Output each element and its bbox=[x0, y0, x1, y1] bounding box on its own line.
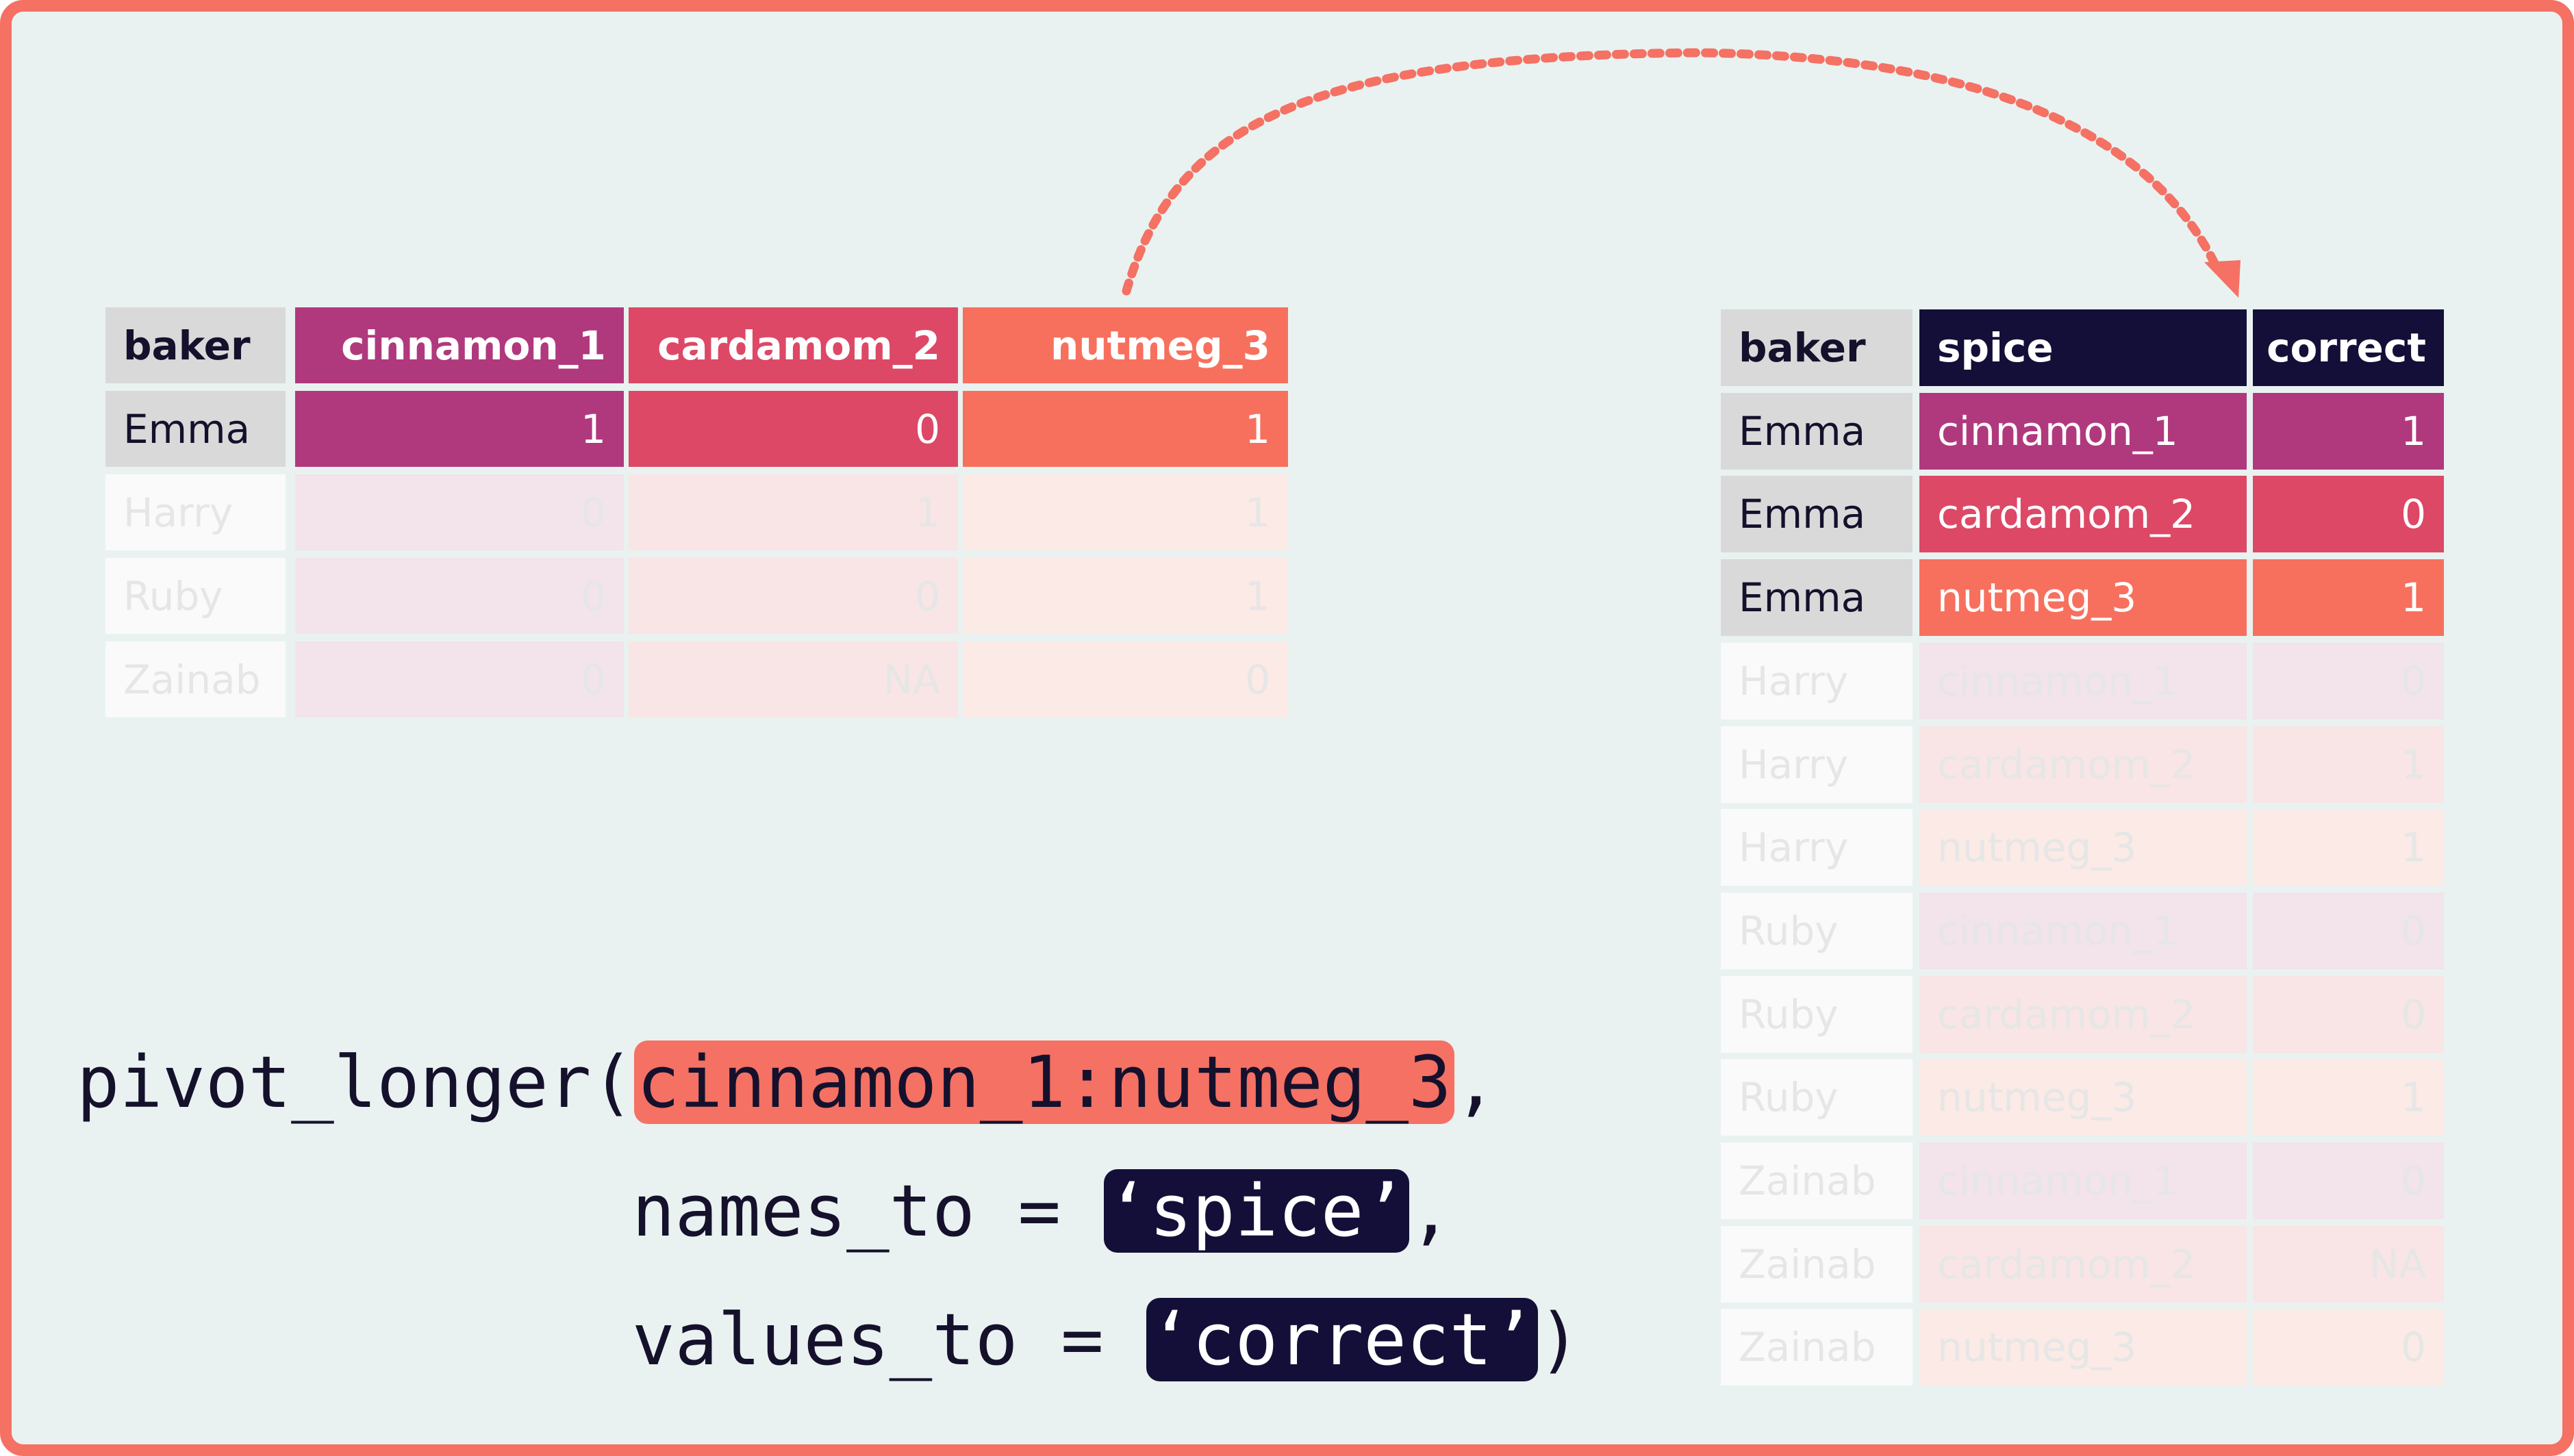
long-cell-spice: nutmeg_3 bbox=[1919, 1309, 2247, 1385]
dotted-arc bbox=[1122, 48, 2223, 296]
long-cell-spice: cinnamon_1 bbox=[1919, 1142, 2247, 1219]
wide-cell-value: 1 bbox=[295, 391, 624, 467]
code-close-paren: ) bbox=[1537, 1298, 1581, 1381]
long-cell-correct: 1 bbox=[2253, 393, 2444, 470]
arrow-head bbox=[2204, 260, 2241, 298]
code-line-3: values_to = ‘correct’) bbox=[632, 1298, 1581, 1381]
long-cell-correct: 0 bbox=[2253, 1142, 2444, 1219]
long-cell-correct: 1 bbox=[2253, 809, 2444, 886]
wide-cell-value: 0 bbox=[295, 558, 624, 634]
long-header-correct: correct bbox=[2253, 309, 2444, 386]
code-comma: , bbox=[1454, 1040, 1498, 1124]
long-cell-spice: nutmeg_3 bbox=[1919, 809, 2247, 886]
long-cell-baker: Emma bbox=[1721, 476, 1913, 552]
wide-cell-value: 1 bbox=[963, 558, 1288, 634]
wide-cell-baker: Zainab bbox=[105, 641, 286, 717]
code-line-1: pivot_longer(cinnamon_1:nutmeg_3, bbox=[77, 1040, 1497, 1124]
long-cell-spice: cardamom_2 bbox=[1919, 976, 2247, 1053]
wide-header-nutmeg-3: nutmeg_3 bbox=[963, 307, 1288, 383]
long-cell-baker: Ruby bbox=[1721, 893, 1913, 969]
wide-header-cinnamon-1: cinnamon_1 bbox=[295, 307, 624, 383]
wide-cell-value: 1 bbox=[963, 391, 1288, 467]
wide-cell-baker: Ruby bbox=[105, 558, 286, 634]
long-cell-baker: Zainab bbox=[1721, 1142, 1913, 1219]
long-cell-spice: cinnamon_1 bbox=[1919, 893, 2247, 969]
long-cell-correct: 0 bbox=[2253, 1309, 2444, 1385]
code-comma: , bbox=[1409, 1169, 1452, 1253]
code-names-to: names_to = bbox=[632, 1169, 1104, 1253]
pivot-arrow bbox=[1122, 48, 2241, 298]
code-function-call: pivot_longer( bbox=[77, 1040, 634, 1124]
long-cell-correct: 1 bbox=[2253, 726, 2444, 803]
wide-cell-value: 0 bbox=[629, 558, 958, 634]
long-cell-spice: cardamom_2 bbox=[1919, 476, 2247, 552]
long-cell-baker: Ruby bbox=[1721, 1059, 1913, 1136]
long-cell-baker: Ruby bbox=[1721, 976, 1913, 1053]
wide-cell-baker: Harry bbox=[105, 474, 286, 550]
wide-cell-value: 0 bbox=[629, 391, 958, 467]
long-cell-correct: 0 bbox=[2253, 976, 2444, 1053]
wide-header-baker: baker bbox=[105, 307, 286, 383]
code-line-2: names_to = ‘spice’, bbox=[632, 1169, 1452, 1253]
long-header-baker: baker bbox=[1721, 309, 1913, 386]
long-cell-spice: cinnamon_1 bbox=[1919, 643, 2247, 719]
long-cell-spice: cardamom_2 bbox=[1919, 1226, 2247, 1303]
long-cell-baker: Emma bbox=[1721, 393, 1913, 470]
long-cell-spice: cinnamon_1 bbox=[1919, 393, 2247, 470]
long-cell-baker: Harry bbox=[1721, 643, 1913, 719]
long-cell-correct: NA bbox=[2253, 1226, 2444, 1303]
long-cell-correct: 0 bbox=[2253, 476, 2444, 552]
wide-header-cardamom-2: cardamom_2 bbox=[629, 307, 958, 383]
long-cell-correct: 1 bbox=[2253, 1059, 2444, 1136]
wide-cell-value: 0 bbox=[295, 641, 624, 717]
long-cell-baker: Zainab bbox=[1721, 1226, 1913, 1303]
long-cell-spice: cardamom_2 bbox=[1919, 726, 2247, 803]
long-cell-spice: nutmeg_3 bbox=[1919, 559, 2247, 636]
wide-cell-value: 0 bbox=[295, 474, 624, 550]
wide-cell-baker: Emma bbox=[105, 391, 286, 467]
long-cell-correct: 1 bbox=[2253, 559, 2444, 636]
long-cell-baker: Emma bbox=[1721, 559, 1913, 636]
wide-cell-value: 1 bbox=[963, 474, 1288, 550]
wide-cell-value: 1 bbox=[629, 474, 958, 550]
long-header-spice: spice bbox=[1919, 309, 2247, 386]
code-spice-string: ‘spice’ bbox=[1103, 1169, 1410, 1253]
long-cell-baker: Harry bbox=[1721, 726, 1913, 803]
code-column-selection: cinnamon_1:nutmeg_3 bbox=[633, 1040, 1454, 1124]
long-cell-correct: 0 bbox=[2253, 893, 2444, 969]
code-values-to: values_to = bbox=[632, 1298, 1147, 1381]
long-cell-spice: nutmeg_3 bbox=[1919, 1059, 2247, 1136]
wide-cell-value: NA bbox=[629, 641, 958, 717]
code-correct-string: ‘correct’ bbox=[1146, 1298, 1538, 1381]
long-cell-baker: Harry bbox=[1721, 809, 1913, 886]
long-cell-correct: 0 bbox=[2253, 643, 2444, 719]
long-cell-baker: Zainab bbox=[1721, 1309, 1913, 1385]
wide-cell-value: 0 bbox=[963, 641, 1288, 717]
